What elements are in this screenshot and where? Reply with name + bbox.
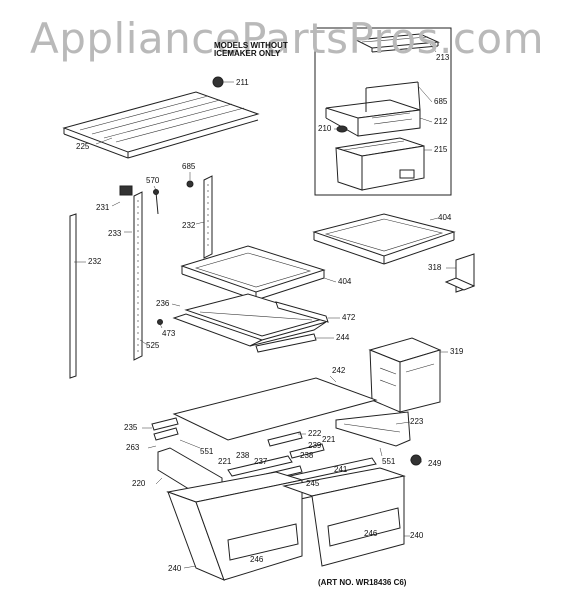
callout-685[interactable]: 685 — [434, 97, 448, 106]
part-472-rail — [275, 301, 329, 323]
callout-245[interactable]: 245 — [306, 479, 320, 488]
callout-213[interactable]: 213 — [436, 53, 450, 62]
callout-222[interactable]: 222 — [308, 429, 322, 438]
callout-238-a[interactable]: 238 — [236, 451, 250, 460]
callout-246-left[interactable]: 246 — [250, 555, 264, 564]
part-244-rail — [255, 333, 317, 353]
part-473-screw — [157, 319, 163, 325]
callout-232-left[interactable]: 232 — [88, 257, 102, 266]
part-319-housing — [368, 337, 442, 413]
inset-box — [314, 27, 452, 196]
part-223-support — [335, 411, 411, 447]
part-685-screw — [186, 180, 194, 188]
callout-319[interactable]: 319 — [450, 347, 464, 356]
callout-233[interactable]: 233 — [108, 229, 122, 238]
part-222-slide — [267, 431, 325, 459]
part-570-screw — [153, 189, 159, 215]
callout-241[interactable]: 241 — [334, 465, 348, 474]
part-249-knob — [410, 454, 422, 466]
leader-lines — [74, 43, 456, 569]
callout-232-right[interactable]: 232 — [182, 221, 196, 230]
callout-685-b[interactable]: 685 — [182, 162, 196, 171]
watermark-text: AppliancePartsPros.com — [30, 14, 545, 63]
callout-240-right[interactable]: 240 — [410, 531, 424, 540]
callout-249[interactable]: 249 — [428, 459, 442, 468]
callout-225[interactable]: 225 — [76, 142, 90, 151]
callout-212[interactable]: 212 — [434, 117, 448, 126]
part-232-left-rail — [69, 213, 77, 379]
callout-238-b[interactable]: 238 — [300, 451, 314, 460]
part-225-wire-shelf — [62, 91, 260, 159]
callout-236[interactable]: 236 — [156, 299, 170, 308]
part-232-right-rail — [203, 175, 213, 259]
callout-220[interactable]: 220 — [132, 479, 146, 488]
callout-223[interactable]: 223 — [410, 417, 424, 426]
part-240-left-drawer — [166, 471, 303, 581]
callout-240-left[interactable]: 240 — [168, 564, 182, 573]
callout-242[interactable]: 242 — [332, 366, 346, 375]
note-line-1: MODELS WITHOUT — [214, 41, 288, 50]
callout-472[interactable]: 472 — [342, 313, 356, 322]
callout-231[interactable]: 231 — [96, 203, 110, 212]
callout-318[interactable]: 318 — [428, 263, 442, 272]
callout-244[interactable]: 244 — [336, 333, 350, 342]
callout-221-b[interactable]: 221 — [218, 457, 232, 466]
part-215-bucket — [335, 137, 425, 191]
callout-404-upper[interactable]: 404 — [438, 213, 452, 222]
callout-551-left[interactable]: 551 — [200, 447, 214, 456]
callout-211[interactable]: 211 — [236, 78, 249, 87]
part-231-bracket — [119, 185, 133, 196]
callout-210[interactable]: 210 — [318, 124, 332, 133]
callout-237[interactable]: 237 — [254, 457, 268, 466]
part-212-frame — [325, 81, 421, 137]
callout-404-middle[interactable]: 404 — [338, 277, 352, 286]
callout-473[interactable]: 473 — [162, 329, 176, 338]
callout-221-a[interactable]: 221 — [322, 435, 336, 444]
art-number: (ART NO. WR18436 C6) — [318, 578, 407, 587]
callout-551-right[interactable]: 551 — [382, 457, 396, 466]
part-404-middle-shelf — [180, 245, 326, 301]
part-233-rail — [133, 191, 143, 361]
callout-215[interactable]: 215 — [434, 145, 448, 154]
callout-263[interactable]: 263 — [126, 443, 140, 452]
callout-570[interactable]: 570 — [146, 176, 160, 185]
part-213-tray — [354, 33, 440, 53]
callout-525[interactable]: 525 — [146, 341, 160, 350]
models-note: MODELS WITHOUT ICEMAKER ONLY — [214, 41, 288, 59]
part-211-knob — [212, 76, 224, 88]
part-240-right-drawer — [282, 467, 406, 567]
part-242-cover-glass — [172, 377, 378, 441]
part-318-bracket — [444, 253, 476, 293]
note-line-2: ICEMAKER ONLY — [214, 49, 281, 59]
callout-239[interactable]: 239 — [308, 441, 322, 450]
part-404-upper-shelf — [312, 213, 456, 265]
part-235-support — [151, 417, 179, 441]
callout-235[interactable]: 235 — [124, 423, 138, 432]
callout-246-right[interactable]: 246 — [364, 529, 378, 538]
